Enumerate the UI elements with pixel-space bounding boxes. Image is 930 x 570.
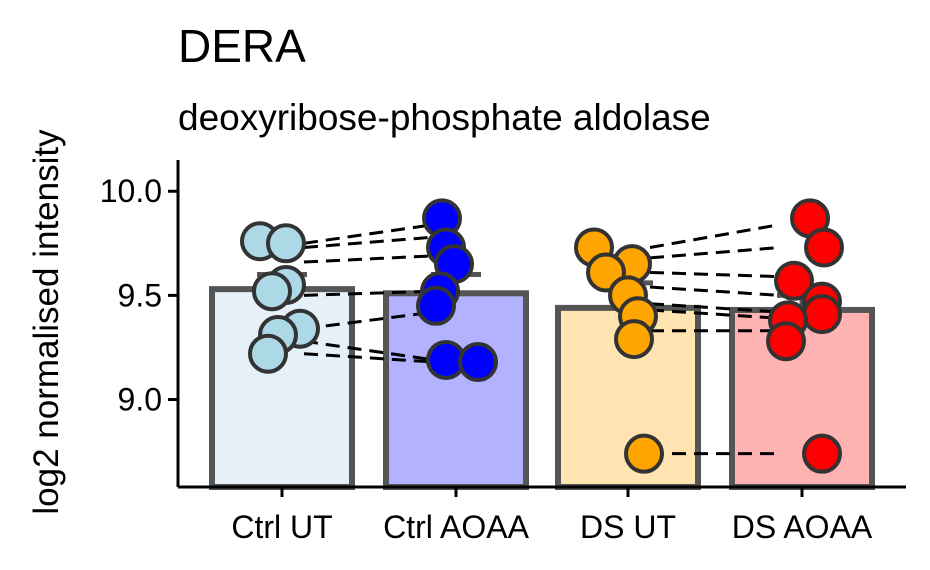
y-tick-label: 10.0 xyxy=(100,173,162,209)
points-layer xyxy=(240,198,844,474)
data-point xyxy=(266,223,306,264)
paired-line-1 xyxy=(303,235,435,249)
data-point xyxy=(766,321,806,362)
data-point xyxy=(416,285,456,326)
chart-title: DERA xyxy=(178,20,306,72)
data-point xyxy=(248,333,288,374)
data-point xyxy=(774,260,814,301)
paired-line-9 xyxy=(649,270,781,279)
data-point xyxy=(252,271,292,312)
data-point xyxy=(624,433,664,474)
data-point xyxy=(614,319,654,360)
data-point xyxy=(802,433,842,474)
x-tick-label: Ctrl AOAA xyxy=(383,509,529,545)
paired-line-7 xyxy=(649,223,781,249)
y-tick-label: 9.0 xyxy=(118,382,162,418)
x-tick-label: DS AOAA xyxy=(732,509,873,545)
chart-subtitle: deoxyribose-phosphate aldolase xyxy=(178,97,711,138)
paired-line-10 xyxy=(649,285,781,297)
data-point xyxy=(458,342,498,383)
x-tick-label: Ctrl UT xyxy=(231,509,332,545)
paired-line-2 xyxy=(303,254,435,264)
bar-1 xyxy=(383,290,529,491)
paired-line-8 xyxy=(649,245,781,260)
paired-line-0 xyxy=(303,223,435,245)
data-point xyxy=(802,294,842,335)
paired-lines-layer xyxy=(303,223,781,456)
y-axis-label: log2 normalised intensity xyxy=(27,129,66,515)
x-tick-label: DS UT xyxy=(580,509,676,545)
data-point xyxy=(804,227,844,268)
y-tick-label: 9.5 xyxy=(118,277,162,313)
